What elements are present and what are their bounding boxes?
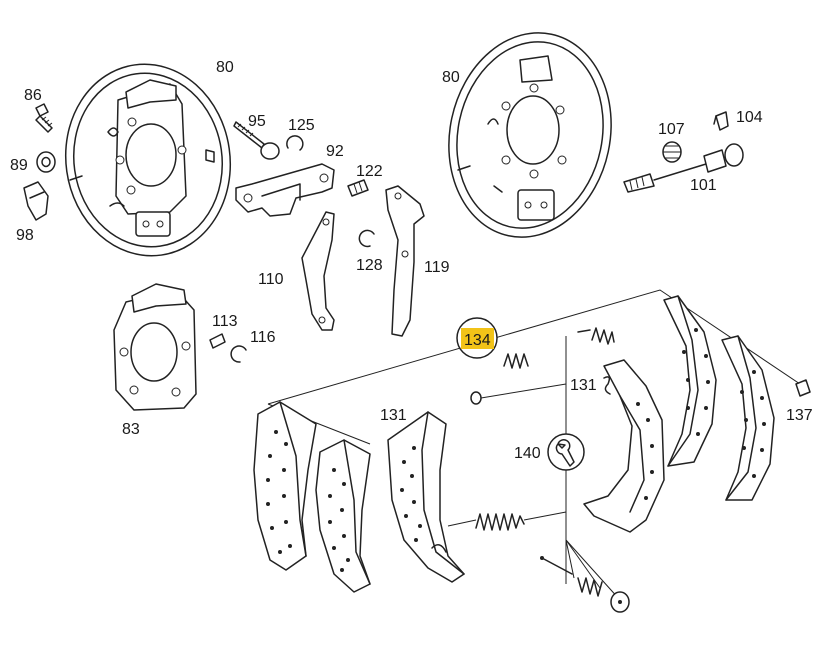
adjuster-137[interactable] xyxy=(795,379,811,397)
label-95: 95 xyxy=(248,113,266,130)
lever-119[interactable] xyxy=(385,185,425,337)
label-137: 137 xyxy=(786,407,813,424)
cap-107[interactable] xyxy=(662,141,682,163)
brake-shoe-left-1[interactable] xyxy=(253,401,317,571)
brake-shoe-left-2[interactable] xyxy=(315,439,371,593)
spring-lower[interactable] xyxy=(447,511,567,531)
bolt-86[interactable] xyxy=(35,103,53,133)
clip-98[interactable] xyxy=(23,181,49,221)
callout-134[interactable]: 134 xyxy=(456,317,498,359)
pin-122[interactable] xyxy=(347,179,369,197)
label-119: 119 xyxy=(424,259,450,276)
label-125: 125 xyxy=(288,117,315,134)
cap-lower[interactable] xyxy=(610,591,630,613)
label-113: 113 xyxy=(212,313,238,330)
label-116: 116 xyxy=(250,329,276,346)
label-83: 83 xyxy=(122,421,140,438)
clip-116[interactable] xyxy=(230,345,247,363)
label-131-right: 131 xyxy=(570,377,597,394)
bolt-95[interactable] xyxy=(233,121,280,160)
bracket-92[interactable] xyxy=(235,163,335,217)
label-80-left: 80 xyxy=(216,59,234,76)
label-92: 92 xyxy=(326,143,344,160)
support-plate-83[interactable] xyxy=(113,283,197,411)
clip-125[interactable] xyxy=(286,135,304,151)
label-110: 110 xyxy=(258,271,284,288)
label-104: 104 xyxy=(736,109,763,126)
label-134-highlight xyxy=(461,328,494,349)
spring-upper-right[interactable] xyxy=(577,327,615,345)
cable-101[interactable] xyxy=(623,143,744,193)
label-122: 122 xyxy=(356,163,383,180)
wrench-140-icon[interactable] xyxy=(547,433,585,471)
label-86: 86 xyxy=(24,87,42,104)
brake-shoe-right-1[interactable] xyxy=(663,295,717,467)
label-140: 140 xyxy=(514,445,541,462)
clip-104[interactable] xyxy=(713,111,729,131)
washer-89[interactable] xyxy=(36,151,56,173)
label-134: 134 xyxy=(464,332,491,349)
label-131-left: 131 xyxy=(380,407,407,424)
left-backing-plate[interactable] xyxy=(53,54,242,267)
brake-shoe-right-2[interactable] xyxy=(721,335,775,501)
washer-small[interactable] xyxy=(470,383,567,405)
label-101: 101 xyxy=(690,177,717,194)
label-128: 128 xyxy=(356,257,383,274)
label-107: 107 xyxy=(658,121,685,138)
lever-110[interactable] xyxy=(301,211,335,331)
pin-113[interactable] xyxy=(209,333,226,349)
brake-shoe-131-left[interactable] xyxy=(387,411,465,583)
label-98: 98 xyxy=(16,227,34,244)
clip-128[interactable] xyxy=(358,229,375,248)
spring-cup-lower[interactable] xyxy=(577,577,603,597)
right-backing-plate[interactable] xyxy=(430,18,629,253)
label-80-right: 80 xyxy=(442,69,460,86)
brake-shoe-131-right[interactable] xyxy=(583,359,665,533)
hook-spring[interactable] xyxy=(603,376,611,395)
pin-lower[interactable] xyxy=(540,556,573,575)
label-89: 89 xyxy=(10,157,28,174)
spring-upper-left[interactable] xyxy=(503,353,529,369)
